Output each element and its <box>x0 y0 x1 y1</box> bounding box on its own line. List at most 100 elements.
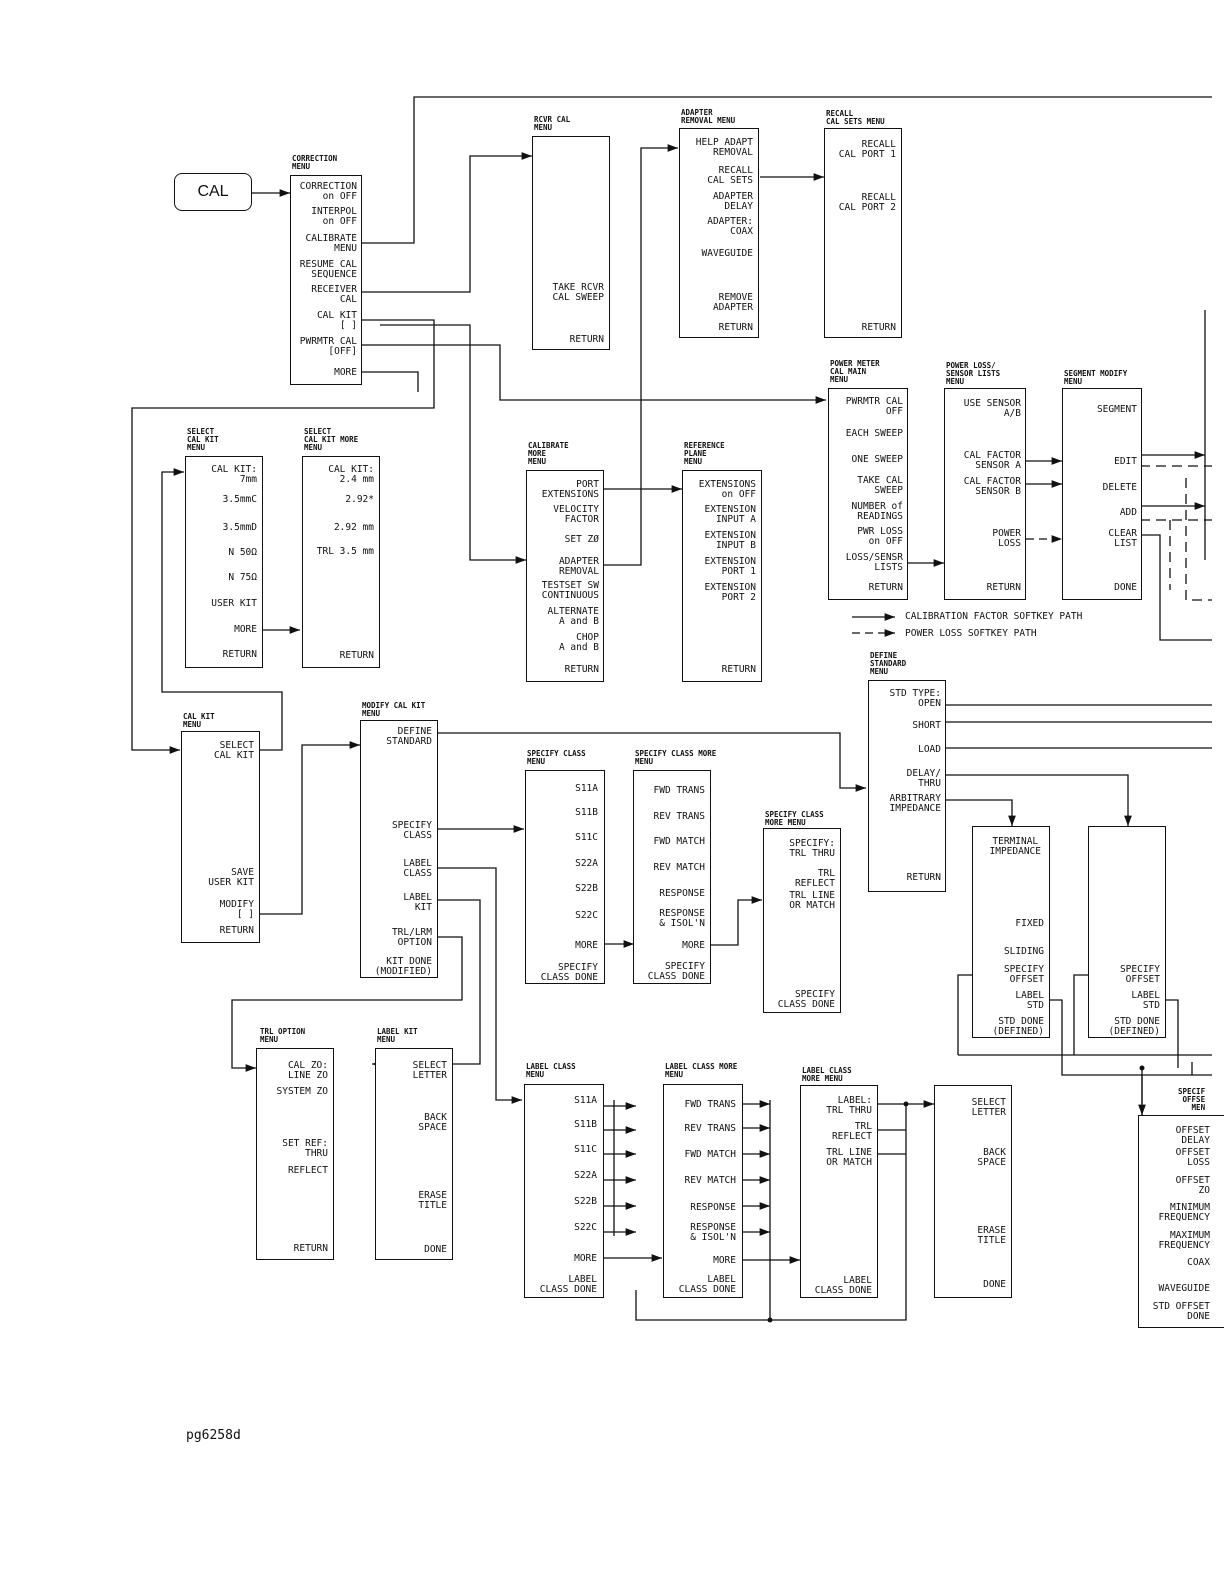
waveguide-key[interactable]: WAVEGUIDE <box>1158 1283 1210 1294</box>
cal-kit-7mm-key[interactable]: CAL KIT: 7mm <box>211 464 257 485</box>
s11a-key[interactable]: S11A <box>575 783 598 794</box>
load-key[interactable]: LOAD <box>918 744 941 755</box>
fwd-match-key[interactable]: FWD MATCH <box>653 836 705 847</box>
testset-sw-key[interactable]: TESTSET SW CONTINUOUS <box>541 580 599 601</box>
cal-factor-b-key[interactable]: CAL FACTOR SENSOR B <box>963 476 1021 497</box>
label-class-done-key[interactable]: LABEL CLASS DONE <box>539 1274 597 1295</box>
trl-line-key[interactable]: TRL LINE OR MATCH <box>826 1147 872 1168</box>
cal-factor-a-key[interactable]: CAL FACTOR SENSOR A <box>963 450 1021 471</box>
recall-port2-key[interactable]: RECALL CAL PORT 2 <box>838 192 896 213</box>
rev-match-key[interactable]: REV MATCH <box>653 862 705 873</box>
label-trl-thru-key[interactable]: LABEL: TRL THRU <box>826 1095 872 1116</box>
trl-35-key[interactable]: TRL 3.5 mm <box>316 546 374 557</box>
std-done-key[interactable]: STD DONE (DEFINED) <box>1108 1016 1160 1037</box>
velocity-factor-key[interactable]: VELOCITY FACTOR <box>553 504 599 525</box>
select-letter-key[interactable]: SELECT LETTER <box>971 1097 1006 1118</box>
cal-kit-35c-key[interactable]: 3.5mmC <box>222 494 257 505</box>
extensions-key[interactable]: EXTENSIONS on OFF <box>698 479 756 500</box>
cal-kit-24-key[interactable]: CAL KIT: 2.4 mm <box>328 464 374 485</box>
calibrate-menu-key[interactable]: CALIBRATE MENU <box>305 233 357 254</box>
power-loss-key[interactable]: POWER LOSS <box>992 528 1021 549</box>
s11c-key[interactable]: S11C <box>574 1144 597 1155</box>
cal-zo-key[interactable]: CAL ZO: LINE ZO <box>287 1060 328 1081</box>
adapter-removal-key[interactable]: ADAPTER REMOVAL <box>558 556 599 577</box>
loss-sensr-lists-key[interactable]: LOSS/SENSR LISTS <box>845 552 903 573</box>
specify-class-done-key[interactable]: SPECIFY CLASS DONE <box>647 961 705 982</box>
more-key[interactable]: MORE <box>574 1253 597 1264</box>
response-key[interactable]: RESPONSE <box>659 888 705 899</box>
arbitrary-impedance-key[interactable]: ARBITRARY IMPEDANCE <box>889 793 941 814</box>
port-extensions-key[interactable]: PORT EXTENSIONS <box>541 479 599 500</box>
chop-key[interactable]: CHOP A and B <box>558 632 599 653</box>
resume-cal-key[interactable]: RESUME CAL SEQUENCE <box>299 259 357 280</box>
fwd-trans-key[interactable]: FWD TRANS <box>684 1099 736 1110</box>
std-type-open-key[interactable]: STD TYPE: OPEN <box>889 688 941 709</box>
add-key[interactable]: ADD <box>1119 507 1137 518</box>
segment-key[interactable]: SEGMENT <box>1096 404 1137 415</box>
return-key[interactable]: RETURN <box>293 1243 328 1254</box>
label-class-done-key[interactable]: LABEL CLASS DONE <box>678 1274 736 1295</box>
done-key[interactable]: DONE <box>1114 582 1137 593</box>
erase-title-key[interactable]: ERASE TITLE <box>977 1225 1006 1246</box>
coax-key[interactable]: COAX <box>1187 1257 1210 1268</box>
extension-input-a-key[interactable]: EXTENSION INPUT A <box>704 504 756 525</box>
trl-lrm-option-key[interactable]: TRL/LRM OPTION <box>391 927 432 948</box>
pwrmtr-cal-key[interactable]: PWRMTR CAL OFF <box>845 396 903 417</box>
cal-kit-n50-key[interactable]: N 50Ω <box>228 547 257 558</box>
fwd-match-key[interactable]: FWD MATCH <box>684 1149 736 1160</box>
more-key[interactable]: MORE <box>713 1255 736 1266</box>
receiver-cal-key[interactable]: RECEIVER CAL <box>311 284 357 305</box>
waveguide-key[interactable]: WAVEGUIDE <box>701 248 753 259</box>
edit-key[interactable]: EDIT <box>1114 456 1137 467</box>
minimum-frequency-key[interactable]: MINIMUM FREQUENCY <box>1158 1202 1210 1223</box>
save-user-kit-key[interactable]: SAVE USER KIT <box>208 867 254 888</box>
cal-kit-292-key[interactable]: 2.92 mm <box>333 522 374 533</box>
trl-thru-key[interactable]: SPECIFY: TRL THRU <box>789 838 835 859</box>
label-std-key[interactable]: LABEL STD <box>1015 990 1044 1011</box>
response-isoln-key[interactable]: RESPONSE & ISOL'N <box>690 1222 736 1243</box>
s22b-key[interactable]: S22B <box>575 883 598 894</box>
trl-reflect-key[interactable]: TRL REFLECT <box>831 1121 872 1142</box>
more-key[interactable]: MORE <box>575 940 598 951</box>
offset-delay-key[interactable]: OFFSET DELAY <box>1175 1125 1210 1146</box>
std-offset-done-key[interactable]: STD OFFSET DONE <box>1152 1301 1210 1322</box>
select-cal-kit-key[interactable]: SELECT CAL KIT <box>213 740 254 761</box>
s11a-key[interactable]: S11A <box>574 1095 597 1106</box>
alternate-key[interactable]: ALTERNATE A and B <box>547 606 599 627</box>
extension-port1-key[interactable]: EXTENSION PORT 1 <box>704 556 756 577</box>
return-key[interactable]: RETURN <box>986 582 1021 593</box>
return-key[interactable]: RETURN <box>721 664 756 675</box>
s22c-key[interactable]: S22C <box>575 910 598 921</box>
rev-trans-key[interactable]: REV TRANS <box>684 1123 736 1134</box>
cal-kit-key[interactable]: CAL KIT [ ] <box>316 310 357 331</box>
s11c-key[interactable]: S11C <box>575 832 598 843</box>
pwr-loss-key[interactable]: PWR LOSS on OFF <box>857 526 903 547</box>
done-key[interactable]: DONE <box>424 1244 447 1255</box>
sliding-key[interactable]: SLIDING <box>1003 946 1044 957</box>
take-rcvr-cal-key[interactable]: TAKE RCVR CAL SWEEP <box>552 282 604 303</box>
clear-list-key[interactable]: CLEAR LIST <box>1108 528 1137 549</box>
set-z0-key[interactable]: SET ZØ <box>564 534 599 545</box>
specify-class-done-key[interactable]: SPECIFY CLASS DONE <box>540 962 598 983</box>
fwd-trans-key[interactable]: FWD TRANS <box>653 785 705 796</box>
correction-key[interactable]: CORRECTION on OFF <box>299 181 357 202</box>
s11b-key[interactable]: S11B <box>574 1119 597 1130</box>
offset-zo-key[interactable]: OFFSET ZO <box>1175 1175 1210 1196</box>
system-zo-key[interactable]: SYSTEM ZO <box>276 1086 328 1097</box>
more-key[interactable]: MORE <box>234 624 257 635</box>
fixed-key[interactable]: FIXED <box>1015 918 1044 929</box>
use-sensor-key[interactable]: USE SENSOR A/B <box>963 398 1021 419</box>
s22a-key[interactable]: S22A <box>575 858 598 869</box>
return-key[interactable]: RETURN <box>569 334 604 345</box>
adapter-delay-key[interactable]: ADAPTER DELAY <box>712 191 753 212</box>
cal-hardkey[interactable]: CAL <box>174 173 252 211</box>
help-adapt-key[interactable]: HELP ADAPT REMOVAL <box>695 137 753 158</box>
maximum-frequency-key[interactable]: MAXIMUM FREQUENCY <box>1158 1230 1210 1251</box>
return-key[interactable]: RETURN <box>339 650 374 661</box>
back-space-key[interactable]: BACK SPACE <box>977 1147 1006 1168</box>
extension-port2-key[interactable]: EXTENSION PORT 2 <box>704 582 756 603</box>
delay-thru-key[interactable]: DELAY/ THRU <box>906 768 941 789</box>
select-letter-key[interactable]: SELECT LETTER <box>412 1060 447 1081</box>
delete-key[interactable]: DELETE <box>1102 482 1137 493</box>
extension-input-b-key[interactable]: EXTENSION INPUT B <box>704 530 756 551</box>
